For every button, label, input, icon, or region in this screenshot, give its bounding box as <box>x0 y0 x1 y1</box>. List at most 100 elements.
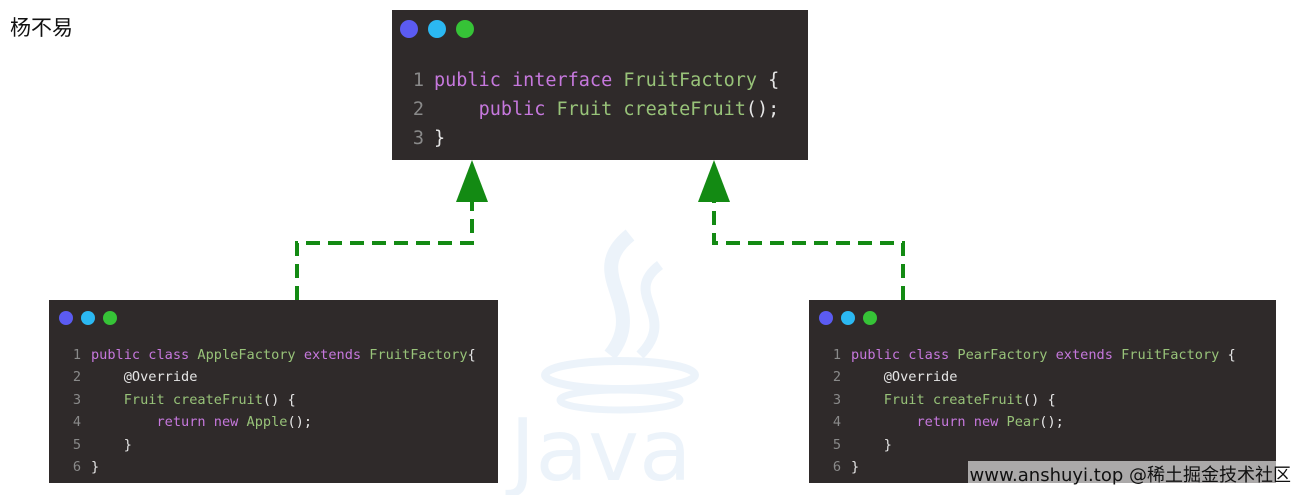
code-line: 4 return new Pear(); <box>829 411 1236 433</box>
window-controls <box>819 311 877 325</box>
window-controls <box>400 20 474 38</box>
code-token <box>501 70 512 91</box>
code-token: return <box>916 414 966 431</box>
line-number: 3 <box>72 391 81 408</box>
line-number: 2 <box>832 369 841 386</box>
code-line: 2 @Override <box>829 366 1236 388</box>
code-token <box>851 392 884 408</box>
code-token: FruitFactory <box>369 347 468 363</box>
code-token: } <box>91 459 100 476</box>
code-token: @Override <box>851 369 958 386</box>
code-line: 2 @Override <box>69 366 476 388</box>
code-token <box>925 392 933 408</box>
pear-to-interface-connector <box>698 160 905 300</box>
code-token <box>851 414 916 430</box>
code-token <box>296 347 304 363</box>
code-token: () { <box>1022 391 1056 408</box>
code-token: } <box>851 436 892 453</box>
code-token: (); <box>287 414 313 431</box>
code-token: new <box>973 414 999 431</box>
code-line: 5 } <box>69 434 476 456</box>
code-token <box>1113 347 1121 363</box>
arrow-head-left <box>456 160 488 202</box>
code-token <box>612 99 623 120</box>
purple-dot-icon <box>400 20 418 38</box>
code-token: public <box>91 347 141 363</box>
code-token: } <box>91 436 132 453</box>
code-token: class <box>908 347 950 363</box>
line-number: 3 <box>832 391 841 408</box>
svg-text:Java: Java <box>505 401 692 495</box>
cyan-dot-icon <box>428 20 446 38</box>
code-line: 2 public Fruit createFruit(); <box>410 95 779 124</box>
code-token: public <box>478 99 546 120</box>
code-token: } <box>434 128 446 149</box>
code-line: 3} <box>410 124 779 153</box>
code-token <box>91 414 156 430</box>
code-token <box>91 392 124 408</box>
green-dot-icon <box>103 311 117 325</box>
author-name: 杨不易 <box>10 16 73 40</box>
purple-dot-icon <box>819 311 833 325</box>
code-token <box>966 414 974 430</box>
code-token: } <box>851 459 860 476</box>
line-number: 6 <box>832 459 841 476</box>
line-number: 2 <box>72 369 81 386</box>
code-token <box>206 414 214 430</box>
code-token <box>612 70 623 91</box>
line-number: 6 <box>72 459 81 476</box>
line-number: 4 <box>72 414 81 431</box>
cyan-dot-icon <box>81 311 95 325</box>
code-token <box>1047 347 1055 363</box>
code-token: extends <box>303 347 362 363</box>
line-number: 4 <box>832 414 841 431</box>
code-token: { <box>467 347 476 363</box>
code-token: Fruit <box>123 391 165 408</box>
code-token: FruitFactory <box>623 70 758 91</box>
code-line: 6} <box>829 456 1236 478</box>
code-token: createFruit <box>172 391 263 408</box>
code-token: public <box>434 70 501 91</box>
code-line: 4 return new Apple(); <box>69 411 476 433</box>
line-number: 5 <box>832 436 841 453</box>
code-token: createFruit <box>623 99 746 120</box>
apple-to-interface-connector <box>295 160 488 300</box>
arrow-head-right <box>698 160 730 202</box>
code-token: Apple <box>246 414 288 431</box>
code-line: 6} <box>69 456 476 478</box>
line-number: 1 <box>832 347 841 363</box>
code-token: Fruit <box>883 391 925 408</box>
code-token: class <box>148 347 190 363</box>
window-controls <box>59 311 117 325</box>
line-number: 5 <box>72 436 81 453</box>
line-number: 3 <box>412 128 424 149</box>
code-token <box>238 414 246 430</box>
code-token: createFruit <box>932 391 1023 408</box>
site-watermark-text: www.anshuyi.top @稀土掘金技术社区 <box>967 461 1293 487</box>
line-number: 2 <box>412 99 424 120</box>
code-token: (); <box>745 99 780 120</box>
code-token: interface <box>511 70 613 91</box>
line-number: 1 <box>72 347 81 363</box>
java-logo-icon: Java <box>505 229 699 495</box>
green-dot-icon <box>863 311 877 325</box>
code-token <box>545 99 556 120</box>
code-line: 3 Fruit createFruit() { <box>829 389 1236 411</box>
code-token <box>434 99 479 120</box>
cyan-dot-icon <box>841 311 855 325</box>
code-token: Fruit <box>556 99 613 120</box>
code-token: Pear <box>1006 414 1040 431</box>
code-token: new <box>213 414 239 431</box>
code-token: return <box>156 414 206 431</box>
code-token: { <box>757 70 780 91</box>
code-token: public <box>851 347 901 363</box>
